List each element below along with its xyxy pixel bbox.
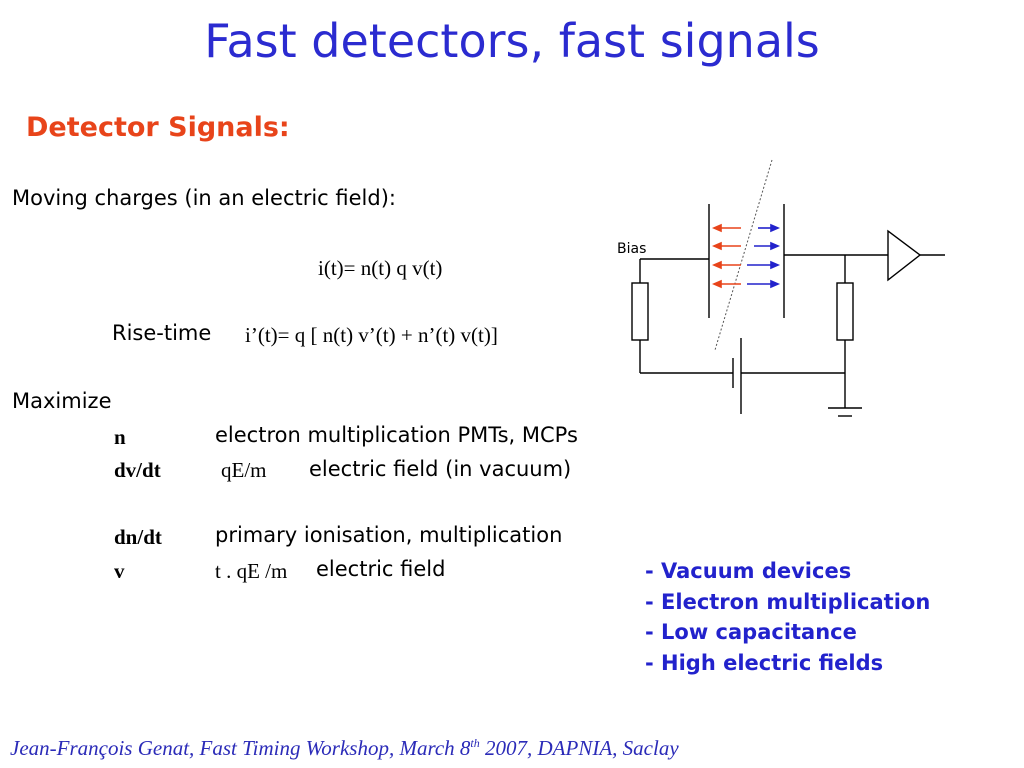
detector-circuit-diagram: Bias [617, 159, 945, 417]
bullet-item: - High electric fields [645, 650, 884, 675]
term-dvdt: dv/dt [114, 458, 161, 482]
term-dvdt-formula: qE/m [221, 458, 267, 482]
footer-text-after: 2007, DAPNIA, Saclay [479, 736, 679, 760]
bullet-item: - Vacuum devices [645, 559, 852, 583]
term-dndt-description: primary ionisation, multiplication [215, 523, 563, 547]
amplifier-symbol [887, 229, 922, 282]
term-n: n [114, 425, 126, 449]
maximize-label: Maximize [12, 389, 112, 413]
term-v-formula: t . qE /m [215, 559, 288, 583]
bullet-list: - Vacuum devices - Electron multiplicati… [645, 556, 930, 678]
footer-text: Jean-François Genat, Fast Timing Worksho… [10, 736, 471, 760]
footer-superscript: th [470, 736, 480, 750]
term-dndt: dn/dt [114, 525, 162, 549]
term-v-description: electric field [316, 557, 446, 581]
rise-time-equation: i’(t)= q [ n(t) v’(t) + n’(t) v(t)] [245, 323, 498, 347]
particle-track [714, 159, 773, 351]
electron-drift-arrows [711, 223, 741, 289]
current-equation: i(t)= n(t) q v(t) [318, 256, 443, 280]
rise-time-label: Rise-time [112, 321, 212, 345]
load-resistor [836, 282, 854, 341]
slide-title: Fast detectors, fast signals [204, 14, 820, 68]
term-dvdt-description: electric field (in vacuum) [309, 457, 572, 481]
bullet-item: - Low capacitance [645, 620, 857, 644]
bias-label: Bias [617, 241, 646, 257]
section-heading: Detector Signals: [26, 112, 290, 143]
bias-resistor [631, 282, 649, 341]
term-v: v [114, 559, 125, 583]
intro-text: Moving charges (in an electric field): [12, 186, 396, 210]
bullet-item: - Electron multiplication [645, 589, 931, 614]
ion-drift-arrows [747, 223, 781, 289]
footer-credit: Jean-François Genat, Fast Timing Worksho… [10, 736, 679, 761]
term-n-description: electron multiplication PMTs, MCPs [215, 423, 578, 447]
